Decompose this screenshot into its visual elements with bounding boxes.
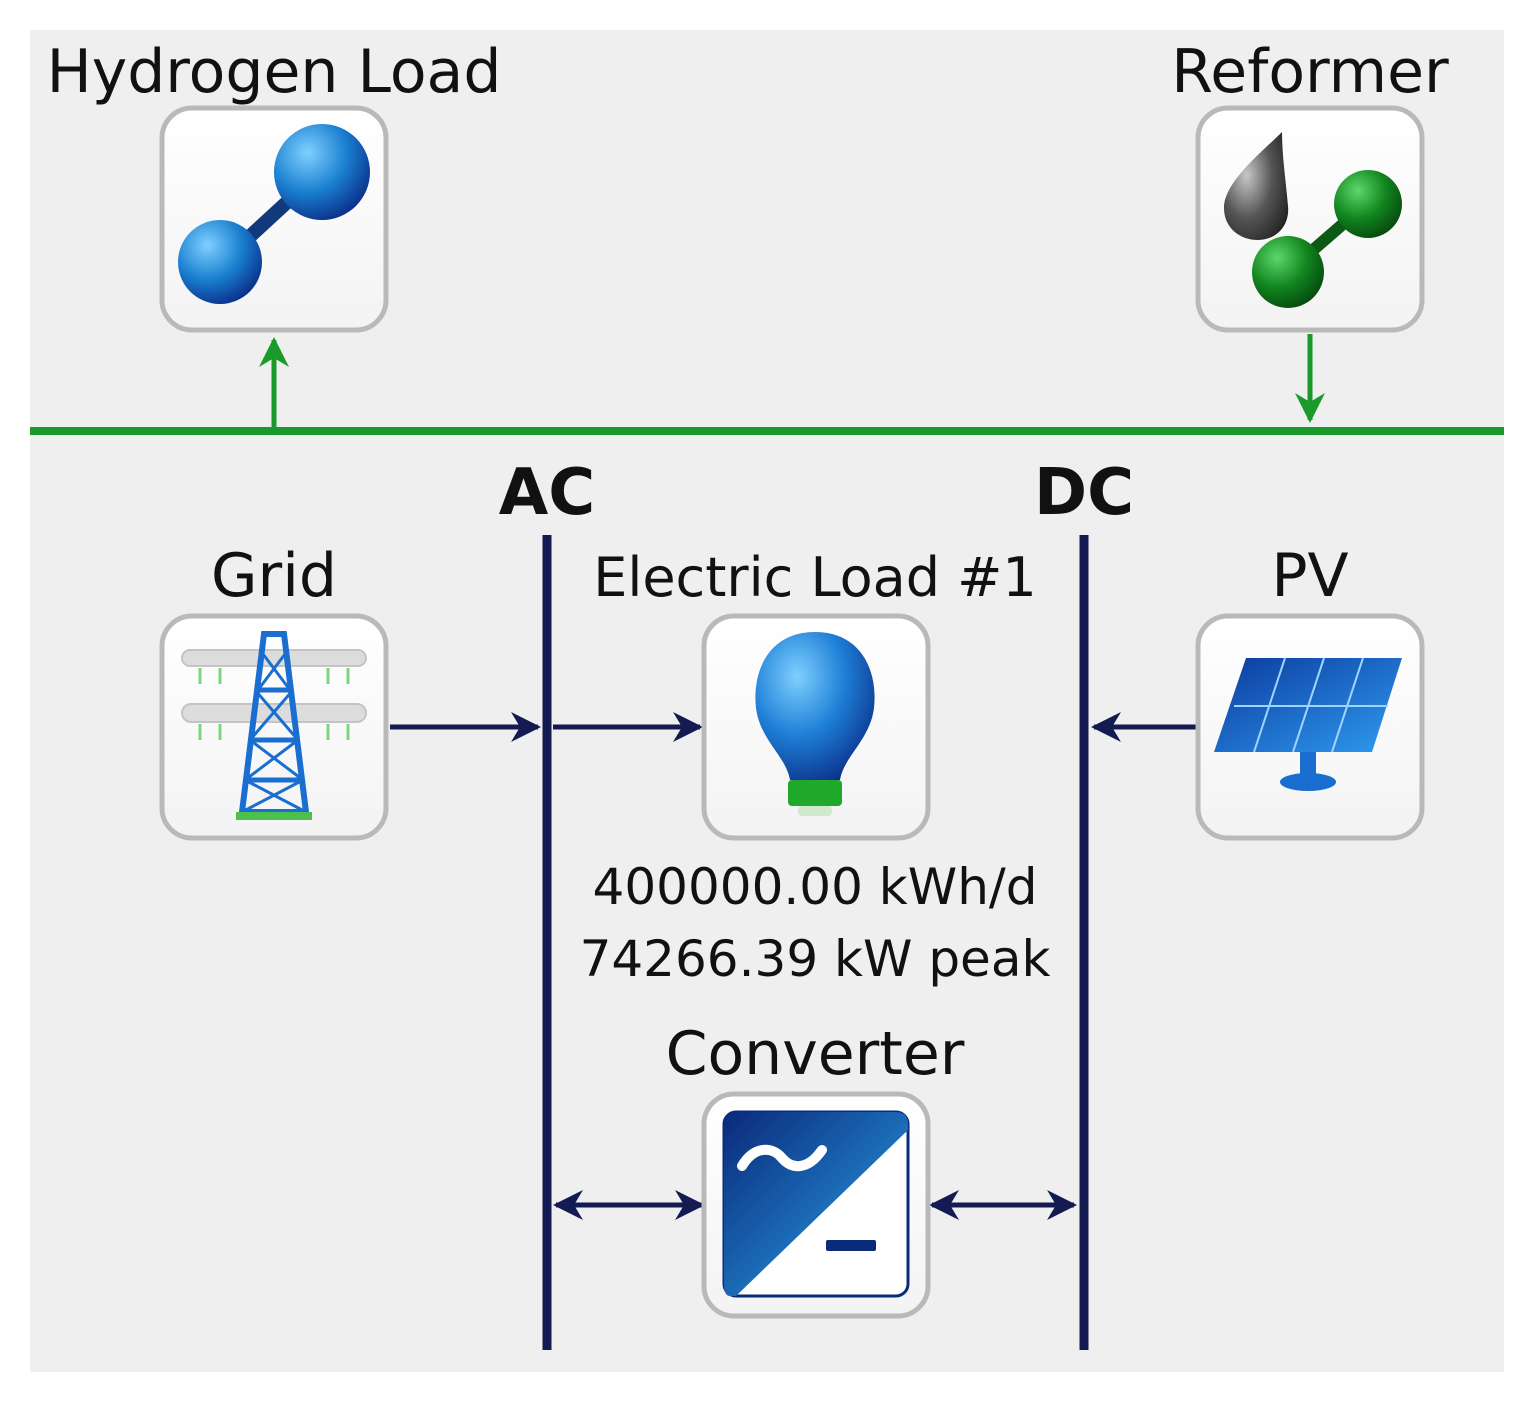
converter-component[interactable]: Converter	[666, 1019, 965, 1319]
hydrogen-molecule-icon	[178, 124, 370, 304]
solar-panel-icon	[1214, 657, 1402, 791]
transmission-tower-icon	[181, 631, 367, 820]
hydrogen-load-component[interactable]: Hydrogen Load	[47, 37, 502, 333]
reformer-label: Reformer	[1171, 37, 1449, 107]
ac-bus-label: AC	[499, 456, 596, 530]
electric-load-component[interactable]: Electric Load #1 400000.00 kWh/d 74266.3…	[580, 546, 1051, 988]
grid-tile[interactable]	[159, 613, 389, 841]
reformer-component[interactable]: Reformer	[1171, 37, 1449, 333]
hydrogen-load-label: Hydrogen Load	[47, 37, 502, 107]
pv-component[interactable]: PV	[1195, 541, 1425, 841]
pv-label: PV	[1271, 541, 1348, 611]
converter-label: Converter	[666, 1019, 965, 1089]
electric-load-peak-power: 74266.39 kW peak	[580, 930, 1051, 988]
dc-bus-label: DC	[1034, 456, 1134, 530]
electric-load-daily-energy: 400000.00 kWh/d	[593, 858, 1038, 916]
reformer-icon	[1224, 132, 1402, 308]
grid-component[interactable]: Grid	[159, 541, 389, 841]
converter-icon	[722, 1110, 910, 1298]
light-bulb-icon	[755, 632, 875, 816]
electric-load-label: Electric Load #1	[593, 546, 1037, 609]
grid-label: Grid	[211, 541, 337, 611]
